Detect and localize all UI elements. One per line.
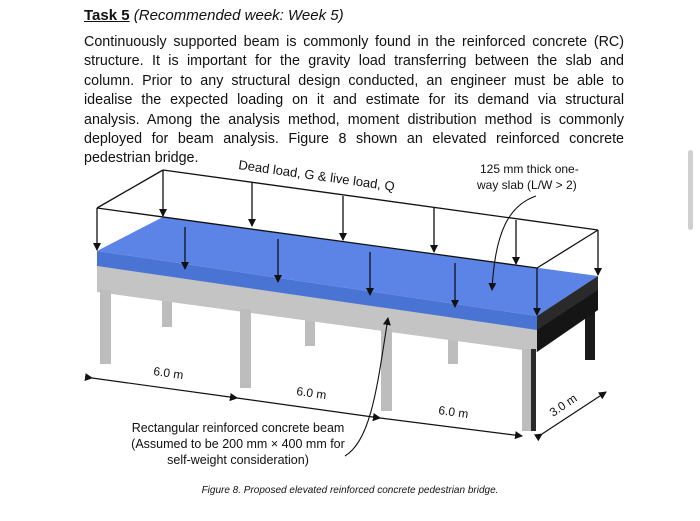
column-back-1 <box>162 295 172 327</box>
slab-side <box>537 276 598 330</box>
beam-leader <box>344 317 391 457</box>
column-front-4 <box>522 349 533 431</box>
column-front-2 <box>240 309 251 388</box>
figure-caption: Figure 8. Proposed elevated reinforced c… <box>202 485 499 496</box>
load-box <box>96 169 599 269</box>
column-back-3 <box>448 328 458 364</box>
vertical-scrollbar[interactable] <box>688 150 693 230</box>
front-beam <box>97 266 537 352</box>
slab-front <box>97 251 537 330</box>
beam-label-1: Rectangular reinforced concrete beam <box>132 421 345 435</box>
load-label: Dead load, G & live load, Q <box>238 157 396 194</box>
column-front-1 <box>100 290 111 364</box>
slab-top <box>97 217 598 316</box>
beam-label-2: (Assumed to be 200 mm × 400 mm for <box>131 437 345 451</box>
slab-leader <box>488 195 537 291</box>
task-number: Task 5 <box>84 7 130 24</box>
end-beam <box>537 286 598 352</box>
column-back-2 <box>305 312 315 346</box>
task-heading: Task 5 (Recommended week: Week 5) <box>84 7 344 24</box>
task-week: (Recommended week: Week 5) <box>133 7 344 24</box>
dimension-lines <box>84 373 607 442</box>
column-back-4 <box>585 290 595 360</box>
slab-label-2: way slab (L/W > 2) <box>476 178 577 192</box>
slab-label-1: 125 mm thick one- <box>480 162 579 176</box>
beam-label-3: self-weight consideration) <box>167 453 309 467</box>
width-label: 3.0 m <box>547 391 580 419</box>
span1-label: 6.0 m <box>153 364 185 382</box>
column-front-3 <box>381 329 392 411</box>
span2-label: 6.0 m <box>296 384 328 402</box>
load-arrows <box>93 170 602 316</box>
task-description: Continuously supported beam is commonly … <box>84 34 624 167</box>
span3-label: 6.0 m <box>438 403 470 421</box>
column-front-4-edge <box>531 349 536 431</box>
